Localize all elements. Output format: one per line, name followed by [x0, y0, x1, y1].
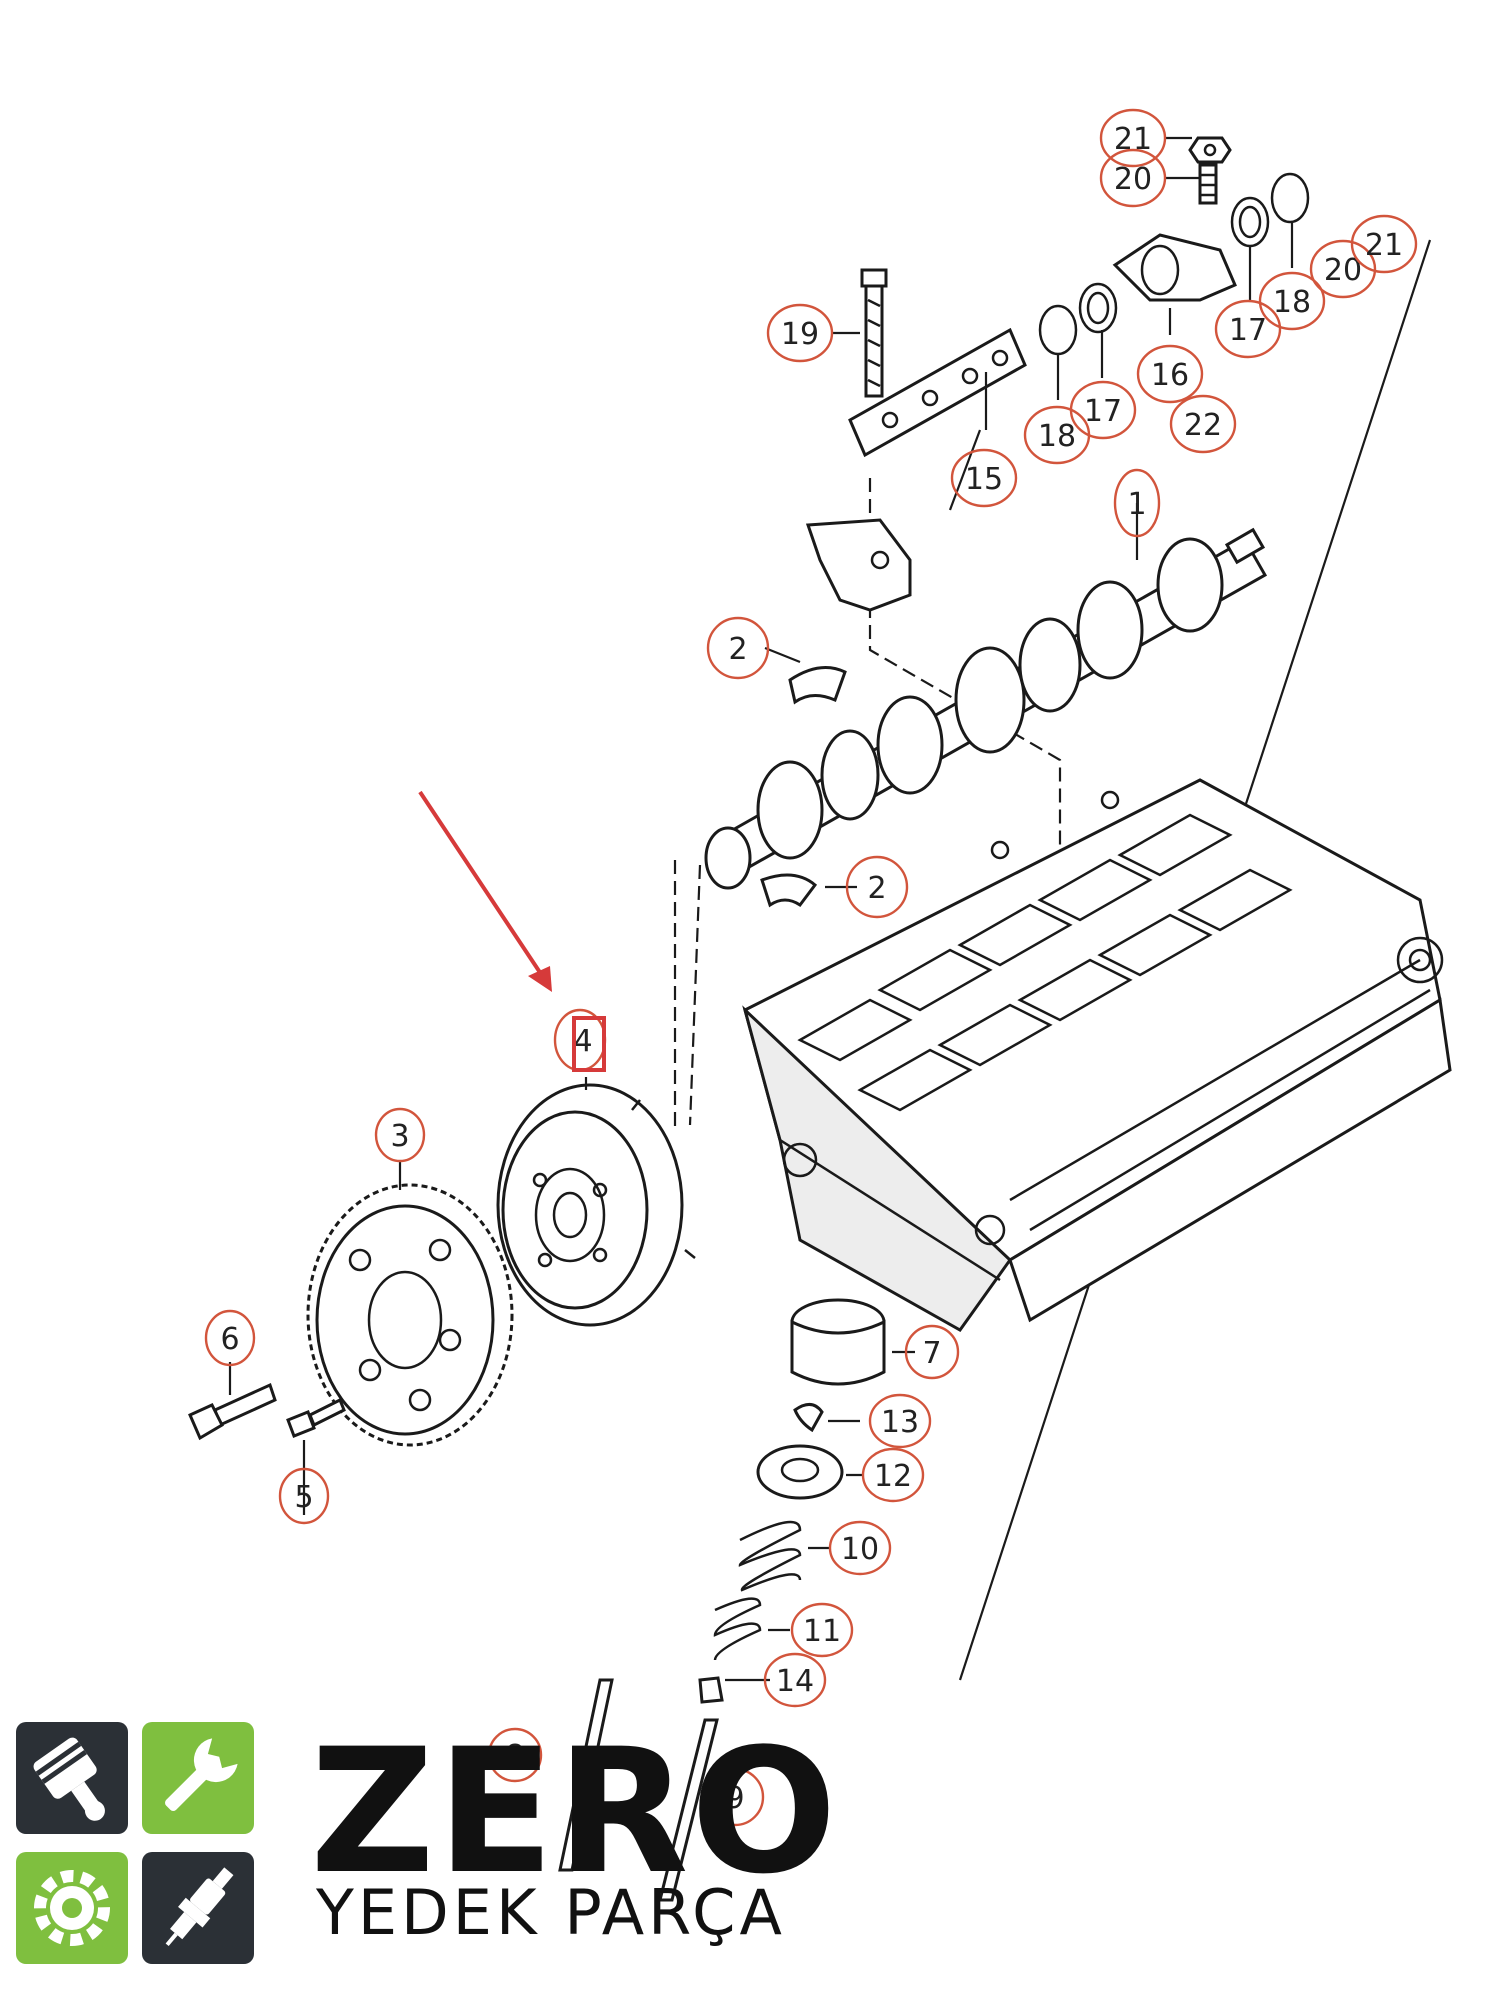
hydraulic-lifter [790, 1298, 886, 1386]
sprocket-hub [496, 1083, 696, 1327]
bolt-19 [860, 268, 888, 398]
callout-11: 11 [790, 1602, 854, 1658]
svg-text:18: 18 [1038, 419, 1076, 454]
brand-name: ZERO [310, 1711, 839, 1912]
svg-text:11: 11 [803, 1614, 841, 1649]
svg-text:15: 15 [965, 462, 1003, 497]
bearing-shell-lower [760, 873, 818, 908]
rocker-arm [1112, 233, 1237, 302]
brand-tagline: YEDEK PARÇA [316, 1876, 786, 1949]
svg-text:9: 9 [725, 1781, 744, 1816]
svg-text:3: 3 [390, 1119, 409, 1154]
spring-retainer [756, 1444, 844, 1500]
svg-text:21: 21 [1365, 228, 1403, 263]
red-pointer-arrow [418, 790, 552, 992]
svg-text:6: 6 [220, 1322, 239, 1357]
wrench-icon-tile [142, 1722, 254, 1834]
callout-21-right: 21 [1350, 214, 1418, 274]
callout-8: 8 [487, 1727, 543, 1783]
valve-keepers [793, 1403, 824, 1433]
callout-leaders [228, 136, 1294, 1682]
outer-valve-spring [738, 1520, 802, 1592]
camshaft [704, 527, 1268, 890]
spark-plug-icon [165, 1867, 234, 1947]
spark-plug-icon-tile [142, 1852, 254, 1964]
callout-10: 10 [828, 1520, 892, 1576]
callout-9: 9 [705, 1767, 765, 1827]
svg-text:17: 17 [1229, 313, 1267, 348]
svg-text:19: 19 [781, 317, 819, 352]
svg-text:7: 7 [922, 1336, 941, 1371]
callout-20-upper: 20 [1099, 148, 1167, 208]
valve-stem-seal [698, 1676, 724, 1704]
callout-17-lower: 17 [1069, 380, 1137, 440]
highlight-box [572, 1016, 606, 1072]
svg-text:1: 1 [1127, 487, 1146, 522]
thrust-ring-17b [1230, 196, 1270, 248]
svg-text:17: 17 [1084, 394, 1122, 429]
svg-text:20: 20 [1114, 162, 1152, 197]
callout-12: 12 [861, 1447, 925, 1503]
bolt-6 [188, 1382, 277, 1441]
svg-text:13: 13 [881, 1405, 919, 1440]
svg-text:2: 2 [728, 632, 747, 667]
svg-text:5: 5 [294, 1480, 313, 1515]
callout-1: 1 [1113, 468, 1161, 538]
svg-text:18: 18 [1273, 285, 1311, 320]
bolt-5 [286, 1397, 346, 1438]
snap-ring-18a [1038, 304, 1078, 356]
callouts: 1 2 2 3 4 5 6 7 [204, 108, 1418, 1827]
inner-valve-spring [713, 1597, 762, 1661]
callout-21-upper: 21 [1099, 108, 1167, 168]
svg-text:14: 14 [776, 1664, 814, 1699]
callout-6: 6 [204, 1309, 256, 1367]
callout-18-lower: 18 [1023, 405, 1091, 465]
snap-ring-18b [1270, 172, 1310, 224]
callout-15: 15 [950, 448, 1018, 508]
callout-19: 19 [766, 303, 834, 363]
callout-13: 13 [868, 1393, 932, 1449]
callout-22: 22 [1169, 394, 1237, 454]
camshaft-gear [306, 1183, 514, 1447]
adjusting-screw [1198, 163, 1218, 205]
rocker-shaft [848, 327, 1027, 458]
callout-4: 4 [553, 1008, 607, 1072]
svg-text:2: 2 [867, 871, 886, 906]
callout-5: 5 [278, 1467, 330, 1525]
piston-icon [33, 1737, 105, 1821]
callout-3: 3 [374, 1107, 426, 1163]
callout-18-upper: 18 [1258, 271, 1326, 331]
bearing-shell-upper [788, 666, 847, 705]
callout-2-upper: 2 [706, 616, 770, 680]
gear-icon-tile [16, 1852, 128, 1964]
gear-icon [34, 1870, 110, 1946]
cylinder-head [742, 778, 1452, 1332]
callout-7: 7 [904, 1324, 960, 1380]
svg-text:21: 21 [1114, 122, 1152, 157]
lock-nut [1188, 136, 1232, 164]
bearing-cap [805, 518, 912, 612]
callout-14: 14 [763, 1652, 827, 1708]
svg-text:4: 4 [573, 1024, 592, 1059]
svg-text:12: 12 [874, 1459, 912, 1494]
callout-16: 16 [1136, 344, 1204, 404]
svg-text:16: 16 [1151, 358, 1189, 393]
callout-17-upper: 17 [1214, 299, 1282, 359]
brand-logo: ZERO YEDEK PARÇA [10, 1722, 837, 1992]
thrust-ring-17a [1078, 282, 1118, 334]
svg-text:10: 10 [841, 1532, 879, 1567]
wrench-icon [165, 1738, 238, 1811]
valves [558, 1678, 719, 1902]
piston-icon-tile [16, 1722, 128, 1834]
callout-2-lower: 2 [845, 855, 909, 919]
svg-text:22: 22 [1184, 408, 1222, 443]
svg-text:8: 8 [505, 1739, 524, 1774]
